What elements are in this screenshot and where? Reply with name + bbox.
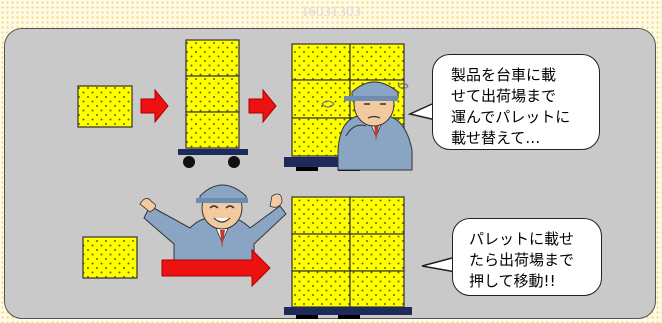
boxes-on-cart bbox=[178, 39, 248, 168]
speech-bubble-tail bbox=[421, 257, 457, 273]
bubble-line: 運んでパレットに bbox=[451, 108, 571, 126]
loose-box bbox=[77, 85, 133, 128]
bubble-line: パレットに載せ bbox=[469, 230, 575, 248]
loose-box bbox=[82, 236, 138, 279]
long-red-arrow bbox=[161, 248, 271, 288]
red-arrow bbox=[248, 88, 277, 124]
bubble-line: たら出荷場まで bbox=[469, 251, 575, 269]
speech-bubble-after: パレットに載せ たら出荷場まで 押して移動!! bbox=[452, 218, 602, 296]
worker-tired bbox=[321, 81, 413, 171]
bubble-line: 載せ替えて… bbox=[451, 129, 541, 147]
bubble-line: 押して移動!! bbox=[469, 272, 556, 290]
worker-happy bbox=[139, 184, 287, 275]
red-arrow bbox=[140, 88, 169, 124]
speech-bubble-tail bbox=[407, 103, 437, 121]
boxes-on-pallet bbox=[284, 196, 412, 319]
bubble-line: 製品を台車に載 bbox=[451, 66, 557, 84]
speech-bubble-before: 製品を台車に載 せて出荷場まで 運んでパレットに 載せ替えて… bbox=[432, 54, 600, 150]
bubble-line: せて出荷場まで bbox=[451, 87, 557, 105]
document-code: 16031303 bbox=[301, 4, 361, 20]
